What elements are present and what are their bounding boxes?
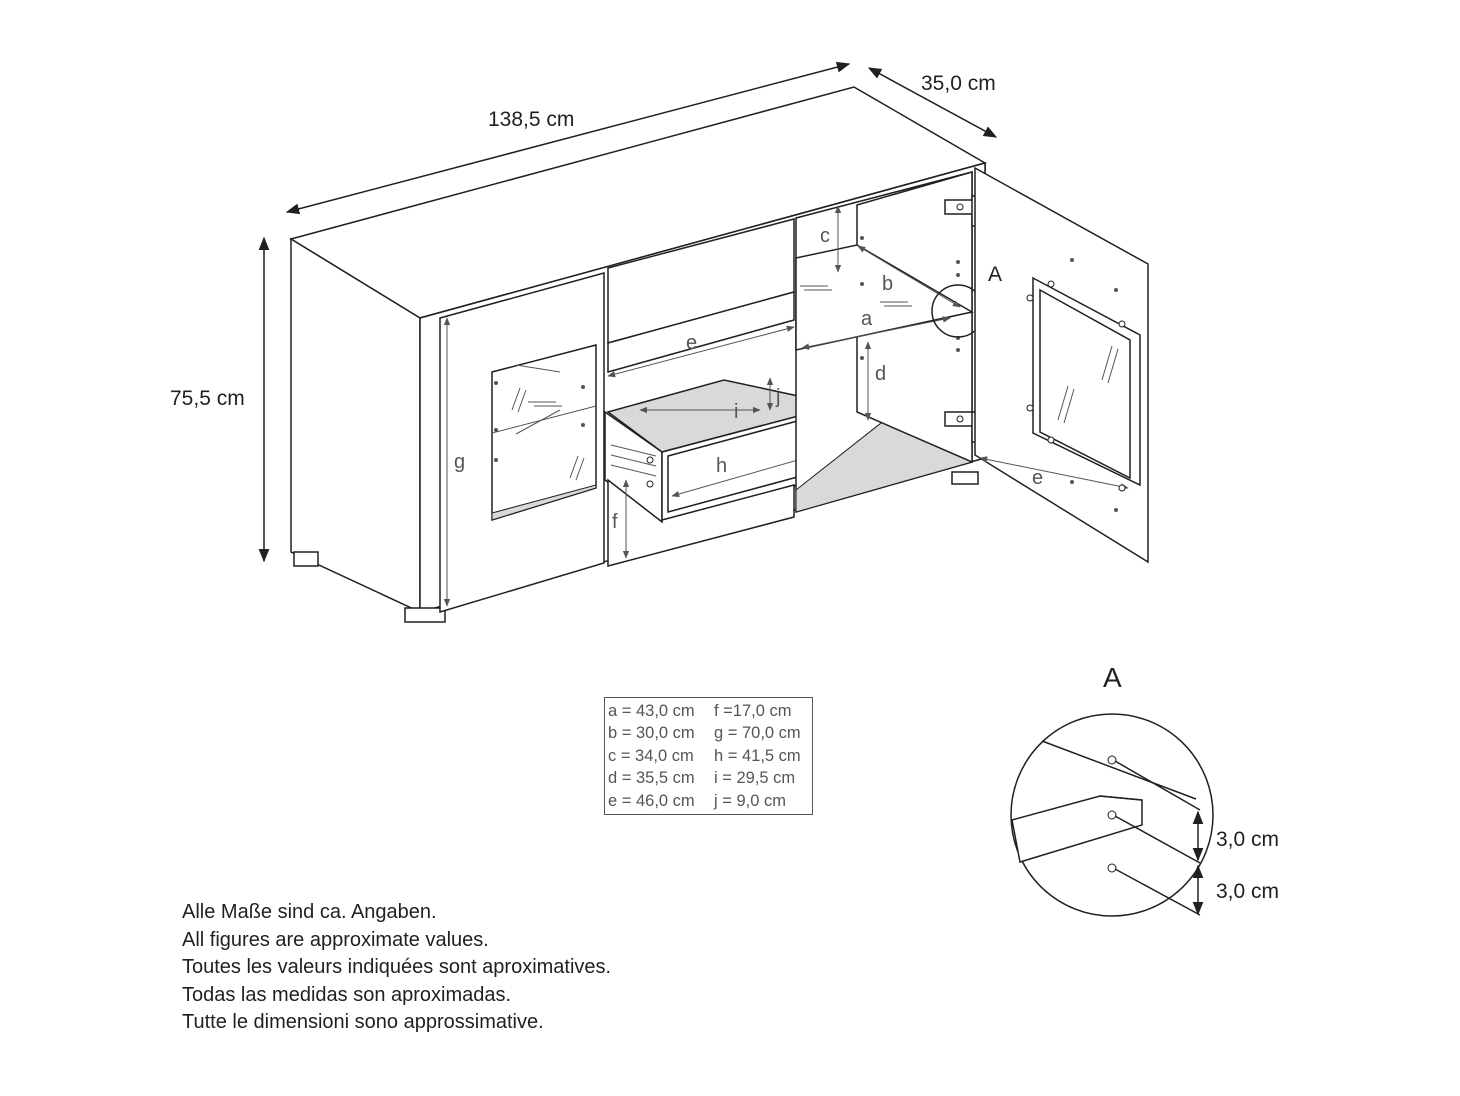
label-b: b <box>882 273 893 295</box>
label-f: f <box>612 511 618 533</box>
detail-marker-label: A <box>988 263 1002 286</box>
label-j: j <box>775 386 780 408</box>
note-line: Todas las medidas son aproximadas. <box>182 983 512 1006</box>
note-line: Toutes les valeurs indiquées sont aproxi… <box>182 956 612 978</box>
detail-title: A <box>1103 662 1122 693</box>
detail-spacing-bottom: 3,0 cm <box>1216 880 1279 903</box>
width-dimension-arrow <box>285 61 851 215</box>
depth-dimension-label: 35,0 cm <box>921 72 996 95</box>
width-dimension-label: 138,5 cm <box>488 108 574 131</box>
label-d: d <box>875 363 886 385</box>
label-e-door: e <box>1032 467 1043 489</box>
approximate-values-notes: Alle Maße sind ca. Angaben. All figures … <box>182 899 611 1037</box>
label-h: h <box>716 455 727 477</box>
note-line: All figures are approximate values. <box>182 928 489 951</box>
label-e: e <box>686 332 697 354</box>
label-a: a <box>861 308 873 330</box>
label-c: c <box>820 225 830 247</box>
label-g: g <box>454 451 465 473</box>
sideboard-cabinet <box>289 86 1149 623</box>
note-line: Tutte le dimensioni sono approssimative. <box>182 1011 544 1033</box>
note-line: Alle Maße sind ca. Angaben. <box>182 901 437 923</box>
label-i: i <box>734 401 738 423</box>
height-dimension-label: 75,5 cm <box>170 387 245 410</box>
detail-spacing-top: 3,0 cm <box>1216 828 1279 851</box>
depth-dimension-arrow <box>867 67 998 138</box>
detail-a: A 3,0 cm 3,0 cm <box>1010 662 1279 917</box>
